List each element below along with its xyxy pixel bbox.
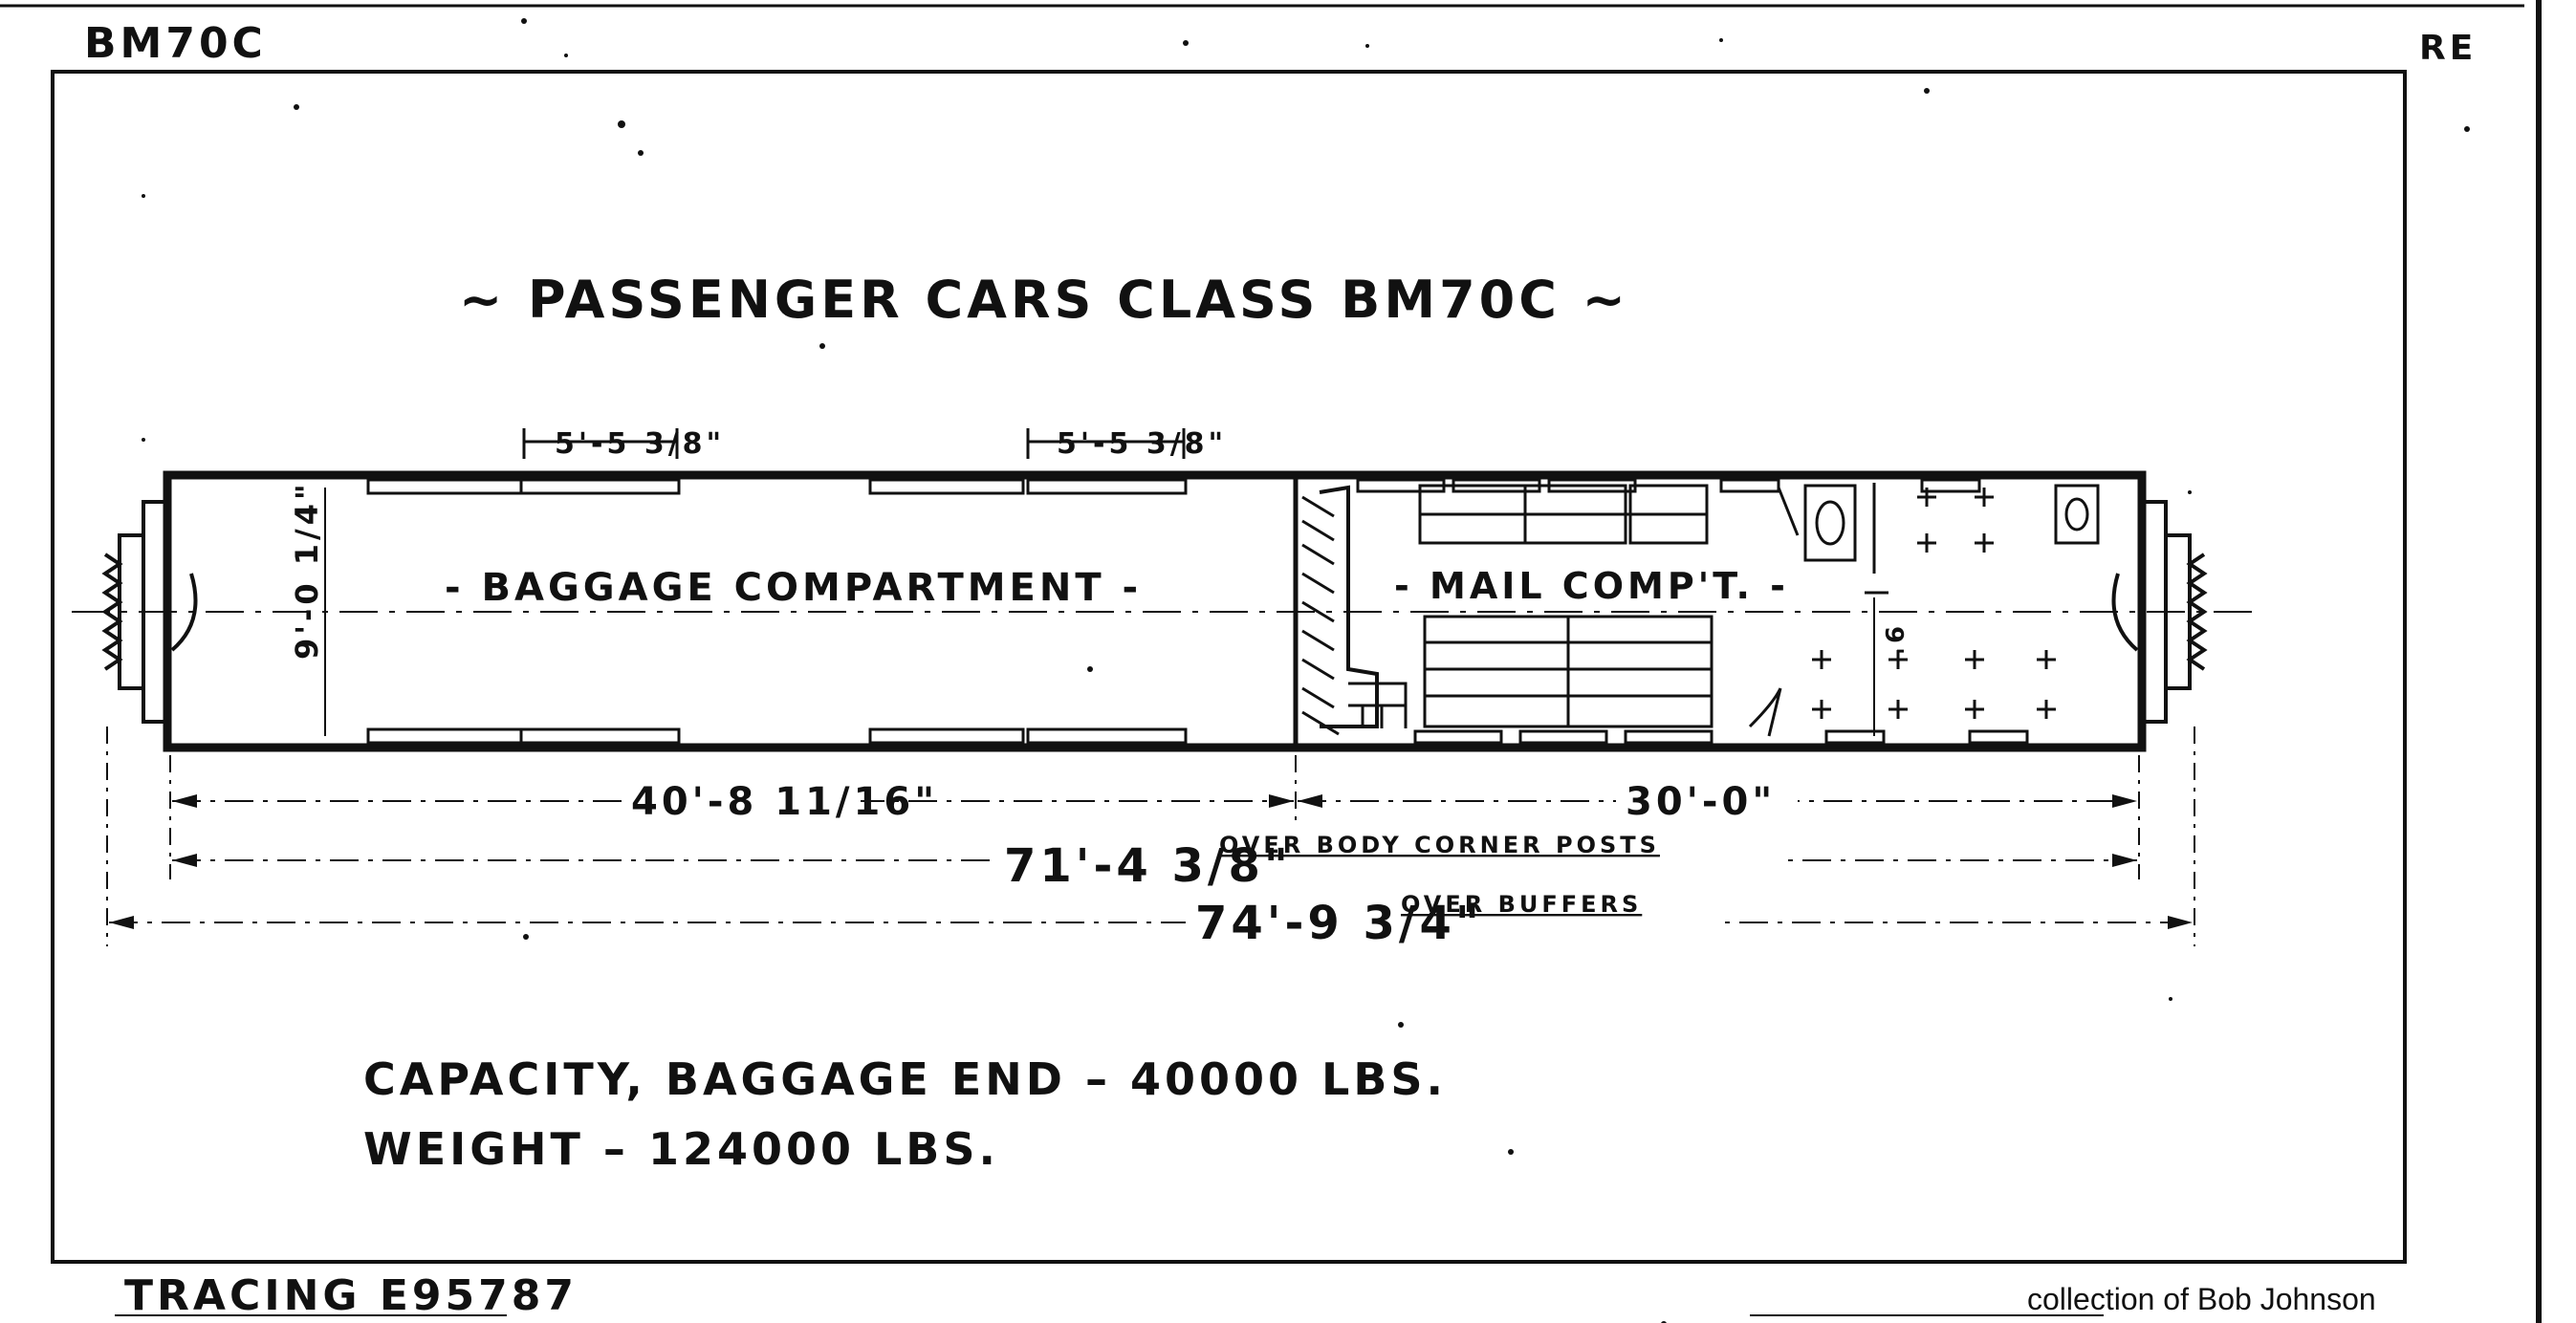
overall-length-label: 74'-9 3/4" <box>1195 897 1483 950</box>
weight-note: WEIGHT – 124000 LBS. <box>363 1123 999 1175</box>
mail-length-label: 30'-0" <box>1626 780 1776 824</box>
overall-length-note: OVER BUFFERS <box>1401 891 1642 918</box>
dimension-arrowheads <box>109 794 2193 929</box>
mail-sorting-racks <box>1301 484 1714 736</box>
drawing-title: ~ PASSENGER CARS CLASS BM70C ~ <box>459 270 1629 330</box>
sheet-code: BM70C <box>84 19 267 68</box>
car-width-label: 9'-0 1/4" <box>289 480 325 660</box>
side-doors-top <box>366 478 1981 495</box>
mail-area-plus-marks <box>1812 488 2056 719</box>
window-dimension-2 <box>1026 428 1186 459</box>
window-dimension-1 <box>522 428 679 459</box>
tracing-number: TRACING E95787 <box>124 1271 578 1320</box>
collection-credit: collection of Bob Johnson <box>2027 1282 2376 1316</box>
left-buffer <box>101 500 198 724</box>
body-length-note: OVER BODY CORNER POSTS <box>1219 832 1660 858</box>
baggage-length-label: 40'-8 11/16" <box>631 780 938 824</box>
mail-width-label: 9' <box>1879 626 1908 659</box>
right-buffer <box>2111 500 2208 724</box>
window-width-label-2: 5'-5 3/8" <box>1057 427 1227 461</box>
mail-compartment-label: - MAIL COMP'T. - <box>1394 565 1789 607</box>
toilet-fixtures <box>1748 483 2100 737</box>
dimension-extension-lines <box>106 727 2195 946</box>
window-width-label-1: 5'-5 3/8" <box>555 427 725 461</box>
corner-mark: RE <box>2419 29 2477 68</box>
side-doors-bottom <box>366 727 2029 745</box>
capacity-note: CAPACITY, BAGGAGE END – 40000 LBS. <box>363 1053 1447 1105</box>
baggage-compartment-label: - BAGGAGE COMPARTMENT - <box>445 566 1142 610</box>
body-length-label: 71'-4 3/8" <box>1004 839 1292 893</box>
drawing-border <box>51 70 2407 1264</box>
scan-specks <box>142 18 2470 1323</box>
